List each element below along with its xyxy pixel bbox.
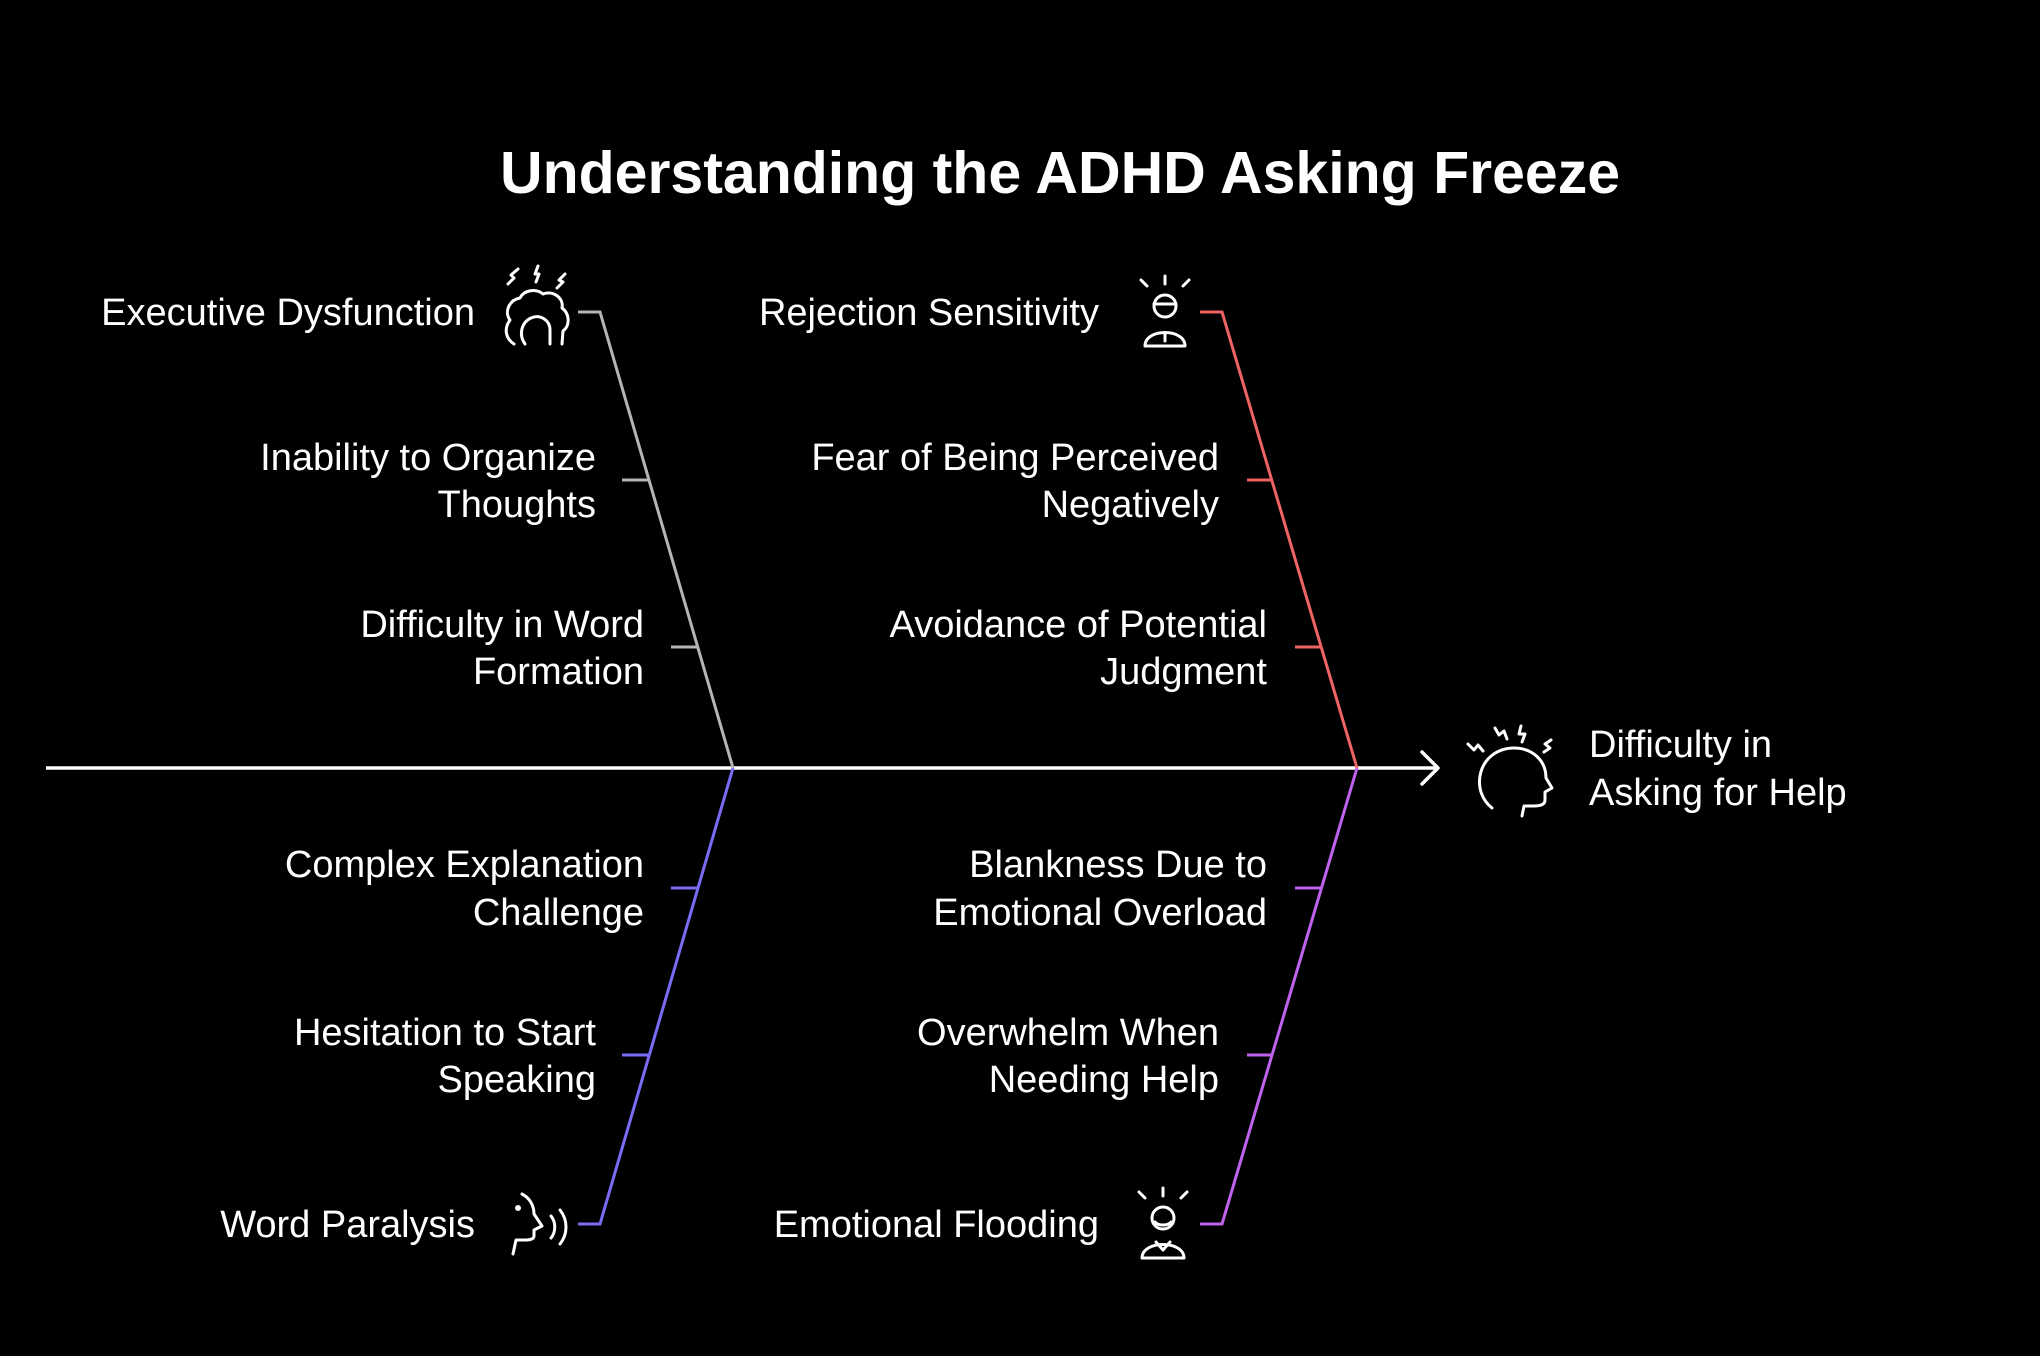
word-head-label: Word Paralysis: [220, 1204, 475, 1246]
emotional-cause-2-line-1: Overwhelm When: [917, 1012, 1219, 1054]
branch-rejection-sensitivity: Rejection Sensitivity Fear of Being Perc…: [759, 274, 1359, 769]
effect-node: Difficulty in Asking for Help: [1466, 724, 1847, 818]
frustrated-head-icon: [504, 264, 570, 346]
diagram-title: Understanding the ADHD Asking Freeze: [500, 140, 1620, 206]
anxious-person-icon: [1139, 274, 1191, 348]
emotional-bone: [1200, 767, 1359, 1226]
spine-arrowhead: [1420, 750, 1440, 786]
stressed-head-icon: [1466, 724, 1554, 818]
rejection-head-label: Rejection Sensitivity: [759, 292, 1099, 334]
word-cause-2-line-2: Speaking: [438, 1059, 596, 1101]
executive-bone: [578, 310, 735, 769]
executive-head-label: Executive Dysfunction: [101, 292, 475, 334]
executive-cause-1-line-2: Thoughts: [438, 484, 596, 526]
rejection-cause-1-line-2: Negatively: [1042, 484, 1219, 526]
word-cause-1-line-2: Challenge: [473, 892, 644, 934]
rejection-bone: [1200, 310, 1359, 769]
word-cause-2-line-1: Hesitation to Start: [294, 1012, 596, 1054]
branch-executive-dysfunction: Executive Dysfunction Inability to Organ…: [101, 264, 735, 769]
executive-cause-1-line-1: Inability to Organize: [260, 437, 596, 479]
emotional-cause-2-line-2: Needing Help: [989, 1059, 1219, 1101]
executive-cause-2-line-1: Difficulty in Word: [360, 604, 644, 646]
emotional-head-label: Emotional Flooding: [774, 1204, 1099, 1246]
branch-word-paralysis: Complex Explanation Challenge Hesitation…: [220, 767, 735, 1256]
speaking-head-icon: [511, 1192, 568, 1256]
effect-label-line-1: Difficulty in: [1589, 724, 1772, 766]
effect-label-line-2: Asking for Help: [1589, 772, 1847, 814]
rejection-cause-2-line-1: Avoidance of Potential: [890, 604, 1267, 646]
word-bone: [578, 767, 735, 1226]
rejection-cause-1-line-1: Fear of Being Perceived: [811, 437, 1219, 479]
rejection-cause-2-line-2: Judgment: [1100, 651, 1267, 693]
emotional-cause-1-line-1: Blankness Due to: [969, 844, 1267, 886]
emotional-cause-1-line-2: Emotional Overload: [933, 892, 1267, 934]
word-cause-1-line-1: Complex Explanation: [285, 844, 644, 886]
branch-emotional-flooding: Blankness Due to Emotional Overload Over…: [774, 767, 1359, 1260]
executive-cause-2-line-2: Formation: [473, 651, 644, 693]
overwhelmed-person-icon: [1137, 1186, 1189, 1260]
